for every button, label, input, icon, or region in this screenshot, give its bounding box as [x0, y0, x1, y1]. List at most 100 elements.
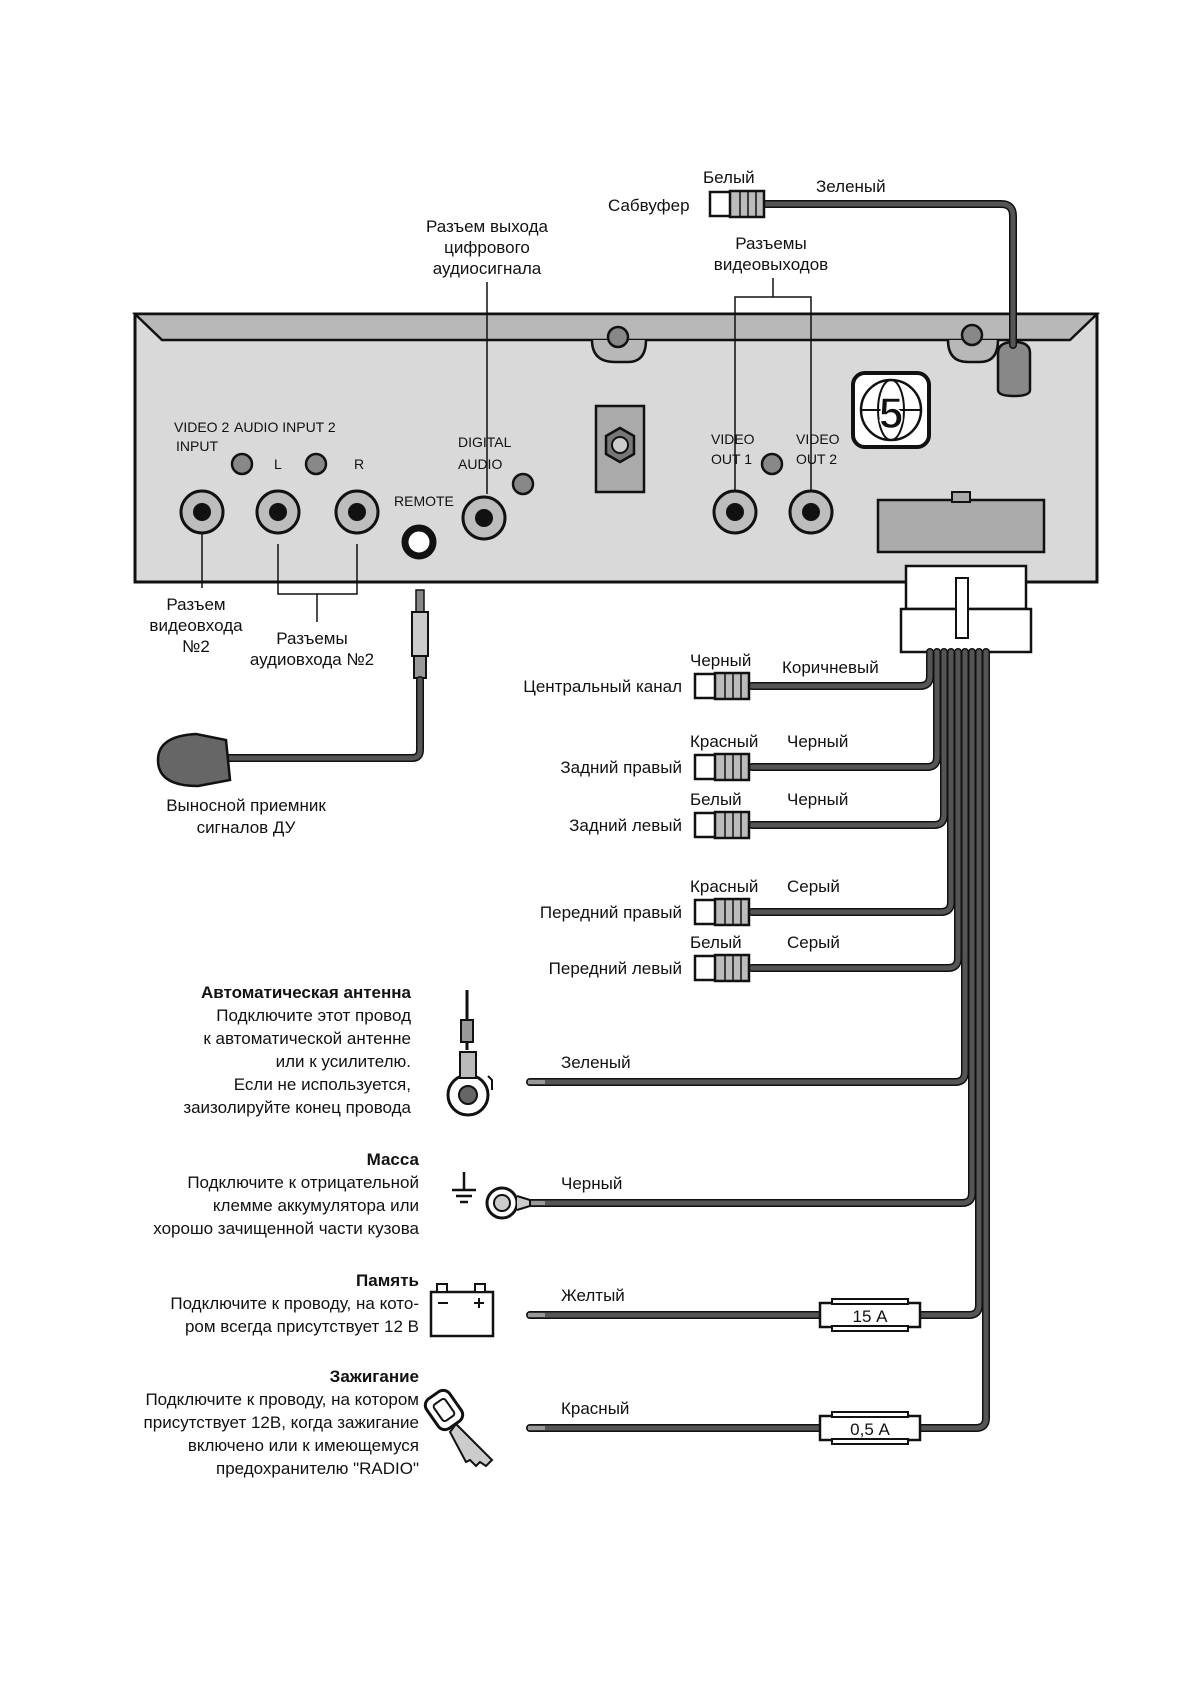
- logo-number: 5: [879, 389, 903, 438]
- subwoofer-label: Сабвуфер: [608, 196, 690, 215]
- rca-wire-color: Серый: [787, 933, 840, 952]
- rca-wire-color: Черный: [787, 790, 848, 809]
- subwoofer-wire-color: Зеленый: [816, 177, 886, 196]
- fuse-rating: 15 А: [853, 1307, 889, 1326]
- digital-out-label-1: Разъем выхода: [426, 217, 549, 236]
- region-logo-icon: 5: [851, 371, 931, 449]
- digital-audio-label-2: AUDIO: [458, 456, 502, 472]
- video2-input-jack[interactable]: [179, 489, 225, 535]
- rca-plug[interactable]: [693, 810, 751, 840]
- subwoofer-plug-color: Белый: [703, 168, 755, 187]
- rca-plug-color: Красный: [690, 877, 758, 896]
- video-in2-label-3: №2: [182, 637, 210, 656]
- power-wire-color: Черный: [561, 1174, 622, 1193]
- rca-channel-label: Задний левый: [569, 816, 682, 835]
- screw-icon: [304, 452, 328, 476]
- rca-channel-label: Задний правый: [560, 758, 682, 777]
- power-desc-line: предохранителю "RADIO": [216, 1459, 419, 1478]
- power-wire-color: Красный: [561, 1399, 629, 1418]
- fuse-holder: 0,5 А: [818, 1411, 922, 1445]
- power-wire-color: Зеленый: [561, 1053, 631, 1072]
- power-desc-line: ром всегда присутствует 12 В: [185, 1317, 419, 1336]
- power-title: Автоматическая антенна: [201, 983, 412, 1002]
- ground-icon: [452, 1172, 531, 1220]
- rca-plug[interactable]: [693, 953, 751, 983]
- digital-audio-label-1: DIGITAL: [458, 434, 512, 450]
- rca-wire-color: Коричневый: [782, 658, 879, 677]
- video-out2-jack[interactable]: [788, 489, 834, 535]
- antenna-socket-icon: [594, 404, 646, 494]
- power-desc-line: или к усилителю.: [276, 1052, 411, 1071]
- remote-receiver-label-2: сигналов ДУ: [197, 818, 296, 837]
- wire-trunk: [526, 648, 990, 1432]
- video-out2-label-2: OUT 2: [796, 451, 837, 467]
- video-out1-label-1: VIDEO: [711, 431, 755, 447]
- power-desc-line: Если не используется,: [234, 1075, 411, 1094]
- rca-plug[interactable]: [693, 671, 751, 701]
- rca-plug-color: Белый: [690, 790, 742, 809]
- head-unit-panel: VIDEO 2 INPUT AUDIO INPUT 2 L R REMOTE D…: [131, 312, 1101, 584]
- remote-plug-icon: [411, 589, 429, 679]
- remote-label: REMOTE: [394, 493, 454, 509]
- screw-icon: [511, 472, 535, 496]
- rca-channel-label: Центральный канал: [523, 677, 682, 696]
- digital-audio-jack[interactable]: [461, 495, 507, 541]
- harness-connector: [899, 564, 1033, 654]
- video-outs-label-1: Разъемы: [735, 234, 806, 253]
- antenna-icon: [446, 990, 493, 1117]
- power-title: Масса: [367, 1150, 420, 1169]
- fuse-holder: 15 А: [818, 1298, 922, 1332]
- power-desc-line: хорошо зачищенной части кузова: [153, 1219, 419, 1238]
- power-desc-line: Подключите к проводу, на котором: [145, 1390, 419, 1409]
- screw-icon: [760, 452, 784, 476]
- rca-plug-row: Задний левый Белый Черный: [569, 790, 848, 840]
- subwoofer-rca-plug[interactable]: [708, 189, 766, 219]
- audio-in-r-jack[interactable]: [334, 489, 380, 535]
- rca-wire-color: Серый: [787, 877, 840, 896]
- digital-out-label-3: аудиосигнала: [433, 259, 542, 278]
- video-outs-label-2: видеовыходов: [714, 255, 828, 274]
- audio-in-l-jack[interactable]: [255, 489, 301, 535]
- video-in2-label-2: видеовхода: [149, 616, 243, 635]
- rca-plug-color: Красный: [690, 732, 758, 751]
- rca-plug-color: Черный: [690, 651, 751, 670]
- rca-plug[interactable]: [693, 897, 751, 927]
- rca-channel-label: Передний левый: [549, 959, 682, 978]
- subwoofer-grommet: [996, 340, 1032, 398]
- audio-input2-label: AUDIO INPUT 2: [234, 419, 336, 435]
- digital-out-label-2: цифрового: [444, 238, 530, 257]
- screw-icon: [230, 452, 254, 476]
- power-desc-line: Подключите к проводу, на кото-: [170, 1294, 419, 1313]
- video-in2-label-1: Разъем: [166, 595, 225, 614]
- audio-l-label: L: [274, 456, 282, 472]
- power-desc-line: клемме аккумулятора или: [213, 1196, 419, 1215]
- power-wires: Зеленый Автоматическая антеннаПодключите …: [144, 983, 922, 1478]
- power-desc-line: заизолируйте конец провода: [183, 1098, 411, 1117]
- video-out1-label-2: OUT 1: [711, 451, 752, 467]
- harness-socket: [876, 491, 1046, 554]
- power-title: Память: [356, 1271, 419, 1290]
- audio-in2-label-1: Разъемы: [276, 629, 347, 648]
- rca-channel-label: Передний правый: [540, 903, 682, 922]
- power-title: Зажигание: [330, 1367, 419, 1386]
- video-out1-jack[interactable]: [712, 489, 758, 535]
- screw-icon: [606, 325, 630, 349]
- power-desc-line: присутствует 12В, когда зажигание: [144, 1413, 419, 1432]
- power-desc-line: к автоматической антенне: [203, 1029, 411, 1048]
- rca-plug[interactable]: [693, 752, 751, 782]
- audio-in2-label-2: аудиовхода №2: [250, 650, 374, 669]
- remote-receiver-label-1: Выносной приемник: [166, 796, 326, 815]
- audio-r-label: R: [354, 456, 364, 472]
- rca-plug-row: Центральный канал Черный Коричневый: [523, 651, 879, 701]
- remote-jack[interactable]: [401, 524, 437, 560]
- screw-icon: [960, 323, 984, 347]
- ignition-key-icon: [423, 1388, 494, 1468]
